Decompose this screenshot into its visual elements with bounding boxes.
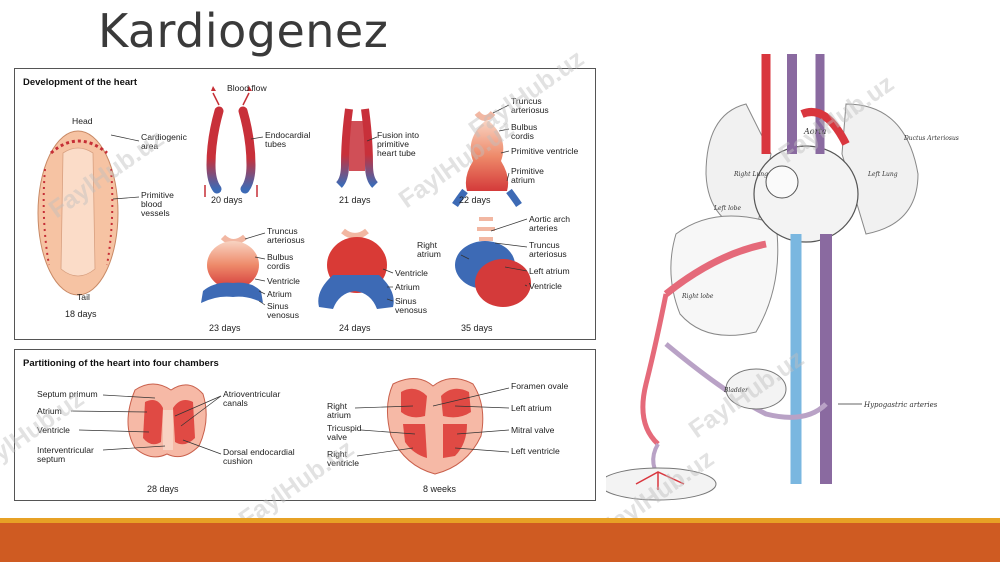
- label-right-lobe: Right lobe: [681, 293, 714, 300]
- label-aortic-arch: Aortic arch arteries: [529, 214, 571, 234]
- label-primitive-ventricle: Primitive ventricle: [511, 146, 579, 156]
- label-right-lung: Right Lung: [733, 171, 768, 178]
- partitioning-panel: Partitioning of the heart into four cham…: [14, 349, 596, 501]
- label-sinus-24: Sinus venosus: [395, 296, 428, 316]
- label-hypogastric: Hypogastric arteries: [863, 401, 938, 409]
- label-cardiogenic-area: Cardiogenic area: [141, 132, 187, 152]
- label-right-atrium-35: Right atrium: [417, 240, 441, 260]
- label-fusion: Fusion into primitive heart tube: [377, 130, 420, 159]
- footer-accent-bar: [0, 523, 1000, 562]
- days-22: 22 days: [459, 195, 491, 205]
- label-tail: Tail: [77, 292, 90, 302]
- heart-35-days: [455, 217, 531, 307]
- development-panel: Development of the heart: [14, 68, 596, 340]
- label-primitive-blood-vessels: Primitive blood vessels: [141, 190, 174, 219]
- days-35: 35 days: [461, 323, 493, 333]
- label-right-atrium-8w: Right atrium: [327, 401, 351, 421]
- label-atrium-28: Atrium: [37, 406, 62, 416]
- label-right-ventricle: Right ventricle: [327, 449, 359, 469]
- label-septum-primum: Septum primum: [37, 389, 98, 399]
- days-8-weeks: 8 weeks: [423, 484, 457, 494]
- heart-24-days: [318, 228, 394, 309]
- label-left-lung: Left Lung: [867, 171, 898, 178]
- label-truncus-22: Truncus arteriosus: [511, 96, 549, 116]
- label-truncus-35: Truncus arteriosus: [529, 240, 567, 260]
- label-blood-flow: Blood flow: [227, 83, 267, 93]
- label-bulbus-22: Bulbus cordis: [511, 122, 538, 142]
- label-truncus-23: Truncus arteriosus: [267, 226, 305, 246]
- label-bulbus-23: Bulbus cordis: [267, 252, 294, 272]
- label-left-atrium-35: Left atrium: [529, 266, 570, 276]
- partitioning-title: Partitioning of the heart into four cham…: [23, 358, 219, 369]
- tubes-20-days: [204, 86, 258, 197]
- heart-8-weeks: [387, 378, 484, 475]
- label-left-atrium-8w: Left atrium: [511, 403, 552, 413]
- fetal-circulation-illustration: Aorta Ductus Arteriosus Right Lung Left …: [606, 54, 959, 501]
- label-ventricle-35: Ventricle: [529, 281, 562, 291]
- label-sinus-23: Sinus venosus: [267, 301, 300, 321]
- slide-title: Kardiogenez: [98, 4, 389, 58]
- label-left-ventricle: Left ventricle: [511, 446, 560, 456]
- development-illustration: [37, 86, 531, 309]
- label-ductus: Ductus Arteriosus: [903, 135, 959, 142]
- label-atrium-23: Atrium: [267, 289, 292, 299]
- label-left-lobe: Left lobe: [713, 205, 741, 212]
- label-ventricle-24: Ventricle: [395, 268, 428, 278]
- footer-accent-thin: [0, 518, 1000, 523]
- label-foramen-ovale: Foramen ovale: [511, 381, 569, 391]
- days-18: 18 days: [65, 309, 97, 319]
- heart-23-days: [201, 234, 263, 303]
- heart-28-days: [127, 383, 207, 458]
- heart-22-days: [452, 110, 522, 207]
- label-endocardial-tubes: Endocardial tubes: [265, 130, 311, 150]
- embryo-18-days: [37, 130, 119, 296]
- development-title: Development of the heart: [23, 77, 138, 88]
- label-bladder: Bladder: [723, 387, 749, 394]
- label-atrium-24: Atrium: [395, 282, 420, 292]
- label-tricuspid: Tricuspid valve: [327, 423, 362, 443]
- days-24: 24 days: [339, 323, 371, 333]
- label-mitral: Mitral valve: [511, 425, 555, 435]
- label-primitive-atrium: Primitive atrium: [511, 166, 544, 186]
- label-ventricle-28: Ventricle: [37, 425, 70, 435]
- label-dorsal-cushion: Dorsal endocardial cushion: [223, 447, 295, 467]
- label-av-canals: Atrioventricular canals: [223, 389, 281, 409]
- days-23: 23 days: [209, 323, 241, 333]
- label-aorta: Aorta: [803, 127, 827, 136]
- days-21: 21 days: [339, 195, 371, 205]
- label-ventricle-23: Ventricle: [267, 276, 300, 286]
- days-20: 20 days: [211, 195, 243, 205]
- tube-21-days: [335, 108, 379, 188]
- days-28: 28 days: [147, 484, 179, 494]
- label-head: Head: [72, 116, 93, 126]
- label-iv-septum: Interventricular septum: [37, 445, 94, 465]
- partitioning-illustration: [70, 378, 510, 475]
